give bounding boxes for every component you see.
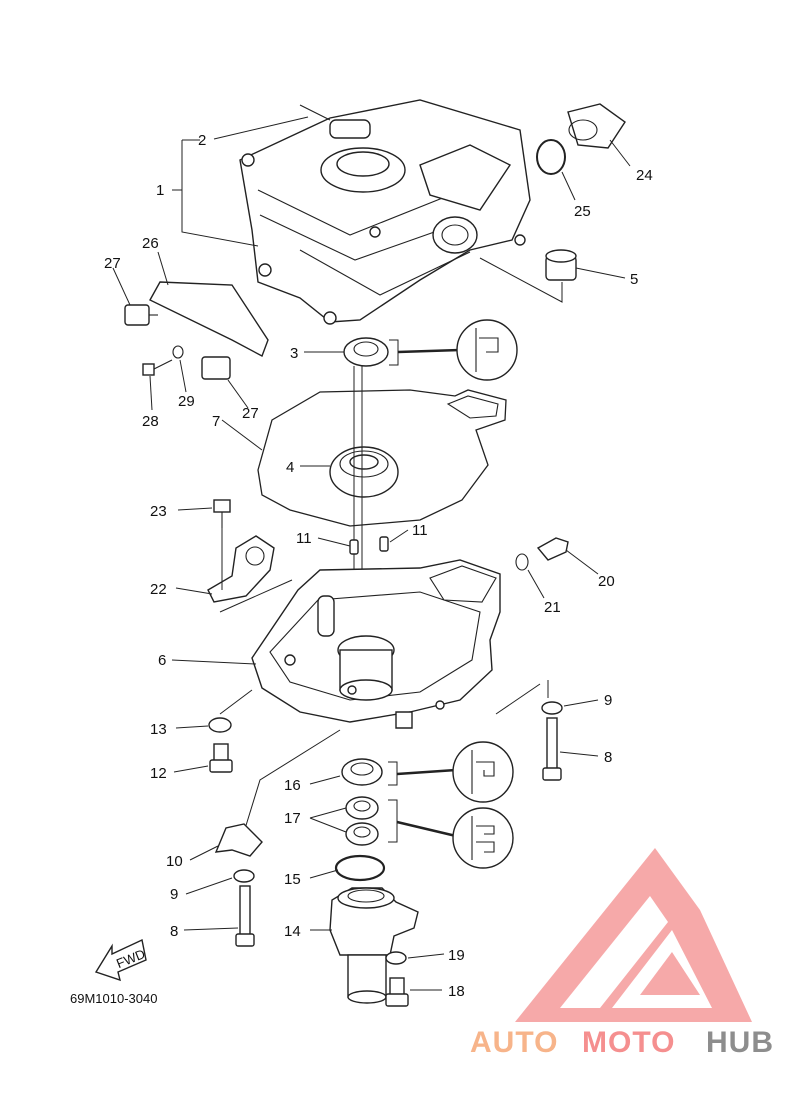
callout-25: 25 — [574, 203, 591, 220]
callout-5: 5 — [630, 271, 638, 288]
callout-4: 4 — [286, 459, 294, 476]
callout-16: 16 — [284, 777, 301, 794]
lower-casing-6 — [251, 559, 501, 729]
callout-labels: 1 2 3 4 5 6 7 8 8 9 9 10 11 11 12 13 14 … — [104, 132, 653, 1000]
washer-21 — [515, 553, 529, 571]
callout-15: 15 — [284, 871, 301, 888]
callout-11a: 11 — [296, 530, 312, 547]
callout-21: 21 — [544, 599, 561, 616]
callout-27a: 27 — [104, 255, 121, 272]
clamp-10 — [214, 823, 263, 857]
bolt-23 — [213, 499, 231, 528]
oil-seal-16 — [341, 758, 383, 786]
callout-23: 23 — [150, 503, 167, 520]
oil-seal-17a — [345, 796, 379, 820]
watermark-moto: MOTO — [582, 1026, 675, 1059]
washer-13 — [208, 717, 232, 733]
callout-14: 14 — [284, 923, 301, 940]
watermark-auto: AUTO — [470, 1026, 558, 1059]
callout-2: 2 — [198, 132, 206, 149]
upper-casing — [239, 99, 531, 325]
gasket-7 — [257, 389, 507, 527]
o-ring-15 — [334, 854, 386, 882]
callout-11b: 11 — [412, 522, 428, 539]
leader-lines — [112, 116, 631, 991]
housing-14 — [329, 887, 419, 1004]
callout-18: 18 — [448, 983, 465, 1000]
pulser-22 — [207, 535, 275, 603]
callout-20: 20 — [598, 573, 615, 590]
washer-9-right — [541, 701, 563, 715]
fwd-label: FWD — [114, 946, 147, 971]
plug-20 — [536, 537, 569, 561]
callout-17: 17 — [284, 810, 301, 827]
bolt-8-left — [235, 885, 255, 947]
rubber-block-27 — [201, 356, 231, 380]
drawing-code: 69M1010-3040 — [70, 991, 157, 1006]
pin-11b — [379, 536, 389, 552]
callout-27b: 27 — [242, 405, 259, 422]
callout-26: 26 — [142, 235, 159, 252]
bolt-8-right — [542, 717, 562, 781]
callout-22: 22 — [150, 581, 167, 598]
callout-6: 6 — [158, 652, 166, 669]
callout-7: 7 — [212, 413, 220, 430]
callout-19: 19 — [448, 947, 465, 964]
callout-12: 12 — [150, 765, 167, 782]
washer-29 — [172, 345, 184, 359]
o-ring-25 — [536, 139, 566, 175]
detail-seal-16 — [388, 741, 514, 803]
callout-3: 3 — [290, 345, 298, 362]
washer-19 — [385, 951, 407, 965]
watermark-hub: HUB — [706, 1026, 774, 1059]
pin-11a — [349, 539, 359, 555]
callout-1: 1 — [156, 182, 164, 199]
oil-cap — [567, 103, 626, 149]
callout-8-left: 8 — [170, 923, 178, 940]
callout-24: 24 — [636, 167, 653, 184]
callout-29: 29 — [178, 393, 195, 410]
detail-seal-17 — [388, 799, 514, 869]
callout-9-left: 9 — [170, 886, 178, 903]
callout-8-right: 8 — [604, 749, 612, 766]
fitting-5 — [545, 249, 577, 281]
bolt-28 — [142, 359, 173, 376]
callout-13: 13 — [150, 721, 167, 738]
oil-seal-3 — [343, 337, 389, 367]
bearing-4 — [329, 446, 399, 498]
fwd-arrow-icon: FWD — [94, 938, 147, 982]
callout-28: 28 — [142, 413, 159, 430]
watermark-text: AUTO MOTO HUB — [470, 1026, 774, 1059]
bolt-18 — [385, 977, 409, 1007]
bolt-12 — [209, 743, 233, 773]
oil-seal-17b — [345, 822, 379, 846]
bracket-26 — [124, 281, 269, 357]
callout-10: 10 — [166, 853, 183, 870]
watermark-logo — [515, 848, 752, 1022]
detail-seal-3 — [389, 319, 518, 381]
washer-9-left — [233, 869, 255, 883]
callout-9-right: 9 — [604, 692, 612, 709]
